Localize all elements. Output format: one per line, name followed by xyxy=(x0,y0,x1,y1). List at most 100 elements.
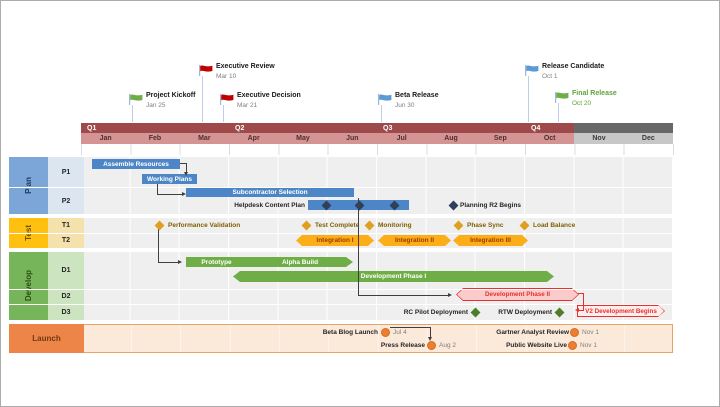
row-separator xyxy=(9,187,673,188)
flag-icon-red[interactable] xyxy=(220,94,234,105)
develop-chart-area xyxy=(84,252,673,320)
row-label-d2: D2 xyxy=(61,293,71,300)
flag-icon-blue[interactable] xyxy=(378,94,392,105)
month-tick-marks xyxy=(81,144,674,155)
task-bar-integration-2[interactable]: Integration II xyxy=(378,235,451,246)
task-bar-integration-3[interactable]: Integration III xyxy=(453,235,528,246)
month-label: Dec xyxy=(641,135,655,142)
milestone-circle-press-release[interactable] xyxy=(426,340,436,350)
task-bar-subcontractor-selection[interactable]: Subcontractor Selection xyxy=(186,187,354,197)
task-label: Integration III xyxy=(470,237,511,244)
quarter-label: Q4 xyxy=(531,124,541,132)
milestone-circle-beta-blog[interactable] xyxy=(380,327,390,337)
milestone-date: Jul 4 xyxy=(393,328,407,336)
connector xyxy=(180,163,187,164)
task-label: Assemble Resources xyxy=(103,160,169,168)
task-bar-working-plans[interactable]: Working Plans xyxy=(142,174,197,184)
task-label: Alpha Build xyxy=(281,258,319,266)
month-label: May xyxy=(296,135,310,142)
connector-arrow xyxy=(178,259,182,264)
flag-icon-red[interactable] xyxy=(199,65,213,76)
milestone-title: Executive Review xyxy=(216,63,275,70)
milestone-pole xyxy=(381,105,382,122)
month-label: Nov xyxy=(592,135,606,142)
flag-icon-green[interactable] xyxy=(129,94,143,105)
lane-label: Launch xyxy=(32,334,61,343)
flag-icon-blue[interactable] xyxy=(525,65,539,76)
launch-band xyxy=(9,324,673,353)
milestone-label: Test Complete xyxy=(315,221,360,229)
milestone-circle-gartner-review[interactable] xyxy=(569,327,579,337)
task-bar-development-phase-1[interactable]: Development Phase I xyxy=(233,271,554,282)
connector xyxy=(157,184,158,194)
row-label-t2: T2 xyxy=(61,237,71,244)
milestone-date: Mar 21 xyxy=(237,102,258,109)
connector-arrow xyxy=(182,192,186,196)
milestone-diamond[interactable] xyxy=(354,200,364,210)
row-separator xyxy=(9,233,673,234)
connector-arrow xyxy=(575,308,579,312)
quarter-band-red xyxy=(81,123,575,133)
milestone-label-beta-blog: Beta Blog Launch xyxy=(322,328,378,336)
lane-header-plan[interactable]: Plan xyxy=(9,157,48,214)
plan-row-header-column xyxy=(48,157,84,214)
lane-header-develop[interactable]: Develop xyxy=(9,252,48,320)
flag-icon-green[interactable] xyxy=(555,92,569,103)
task-label: V2 Development Begins xyxy=(585,307,657,315)
milestone-label: Load Balance xyxy=(533,221,576,229)
milestone-title: Beta Release xyxy=(395,92,439,99)
shape-fill xyxy=(457,289,578,300)
month-label: Jan xyxy=(99,135,112,142)
milestone-title: Project Kickoff xyxy=(146,92,196,99)
milestone-label-rc-pilot: RC Pilot Deployment xyxy=(403,308,468,316)
milestone-label: Performance Validation xyxy=(168,221,241,229)
milestone-label-gartner-review: Gartner Analyst Review xyxy=(496,328,569,336)
milestone-date: Oct 1 xyxy=(542,73,558,80)
milestone-pole xyxy=(558,103,559,122)
month-label: Mar xyxy=(198,135,211,142)
milestone-label: Monitoring xyxy=(378,221,412,229)
connector-arrow xyxy=(428,337,432,341)
milestone-title: Release Candidate xyxy=(542,63,605,70)
lane-label: Develop xyxy=(24,270,33,302)
connector xyxy=(158,262,178,263)
milestone-label-press-release: Press Release xyxy=(380,341,425,349)
milestone-diamond[interactable] xyxy=(389,200,399,210)
task-bar-assemble-resources[interactable]: Assemble Resources xyxy=(92,159,180,169)
connector xyxy=(358,198,359,295)
month-label: Apr xyxy=(247,135,260,142)
milestone-diamond[interactable] xyxy=(321,200,331,210)
connector xyxy=(186,163,187,172)
milestone-title: Final Release xyxy=(572,90,617,97)
shape-fill xyxy=(578,306,664,316)
lane-label: Plan xyxy=(24,177,33,194)
connector-red xyxy=(578,293,584,294)
month-label: Aug xyxy=(444,135,458,142)
milestone-pole xyxy=(223,105,224,122)
connector-arrow xyxy=(184,172,188,176)
task-label: Integration II xyxy=(395,237,434,244)
lane-header-launch[interactable]: Launch xyxy=(9,324,84,353)
milestone-pole xyxy=(528,76,529,122)
month-label: Jul xyxy=(396,135,407,142)
task-bar-prototype[interactable]: Prototype xyxy=(186,257,247,267)
task-bar-v2-development-begins[interactable]: V2 Development Begins xyxy=(577,305,665,317)
task-bar-integration-1[interactable]: Integration I xyxy=(296,235,374,246)
row-label-d1: D1 xyxy=(61,267,71,274)
task-label-helpdesk-content-plan: Helpdesk Content Plan xyxy=(234,201,305,209)
quarter-label: Q2 xyxy=(235,124,245,132)
milestone-date: Mar 10 xyxy=(216,73,237,80)
month-label: Jun xyxy=(346,135,359,142)
milestone-circle-public-website[interactable] xyxy=(567,340,577,350)
quarter-label: Q3 xyxy=(383,124,393,132)
row-separator xyxy=(9,289,673,290)
task-bar-development-phase-2[interactable]: Development Phase II xyxy=(456,288,579,301)
milestone-date: Jun 30 xyxy=(395,102,415,109)
connector xyxy=(158,229,159,262)
milestone-pole xyxy=(132,105,133,122)
milestone-date: Oct 20 xyxy=(572,100,592,107)
milestone-pole xyxy=(202,76,203,122)
month-band-red xyxy=(81,133,575,144)
task-bar-alpha-build[interactable]: Alpha Build xyxy=(247,257,353,267)
